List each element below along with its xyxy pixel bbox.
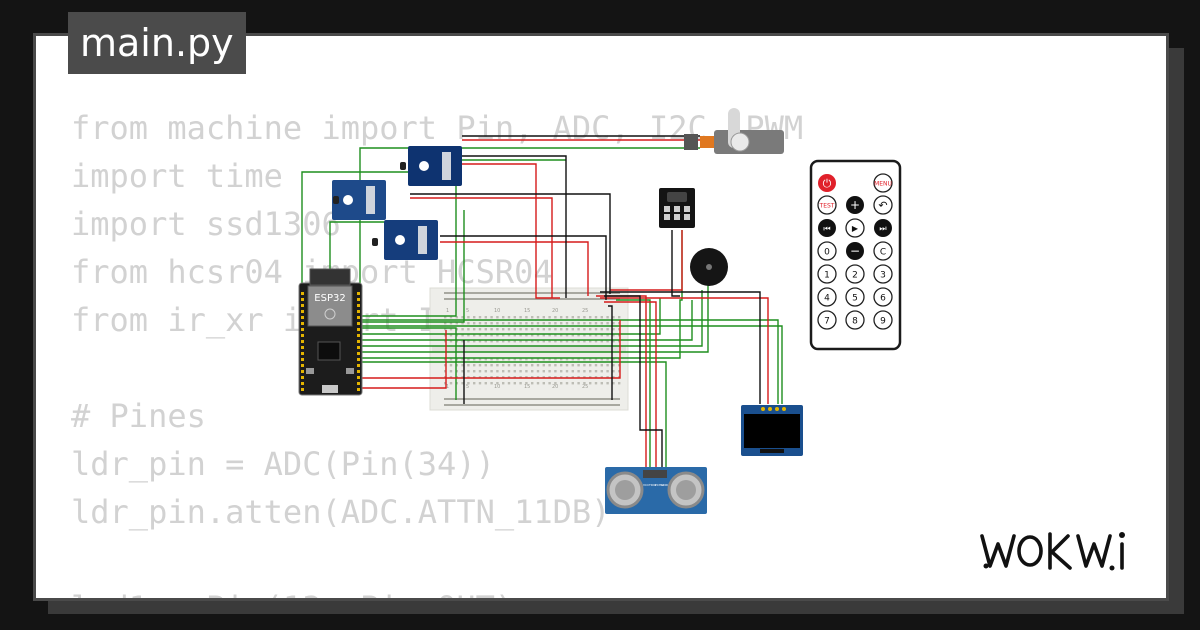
ldr-module-3 bbox=[372, 220, 438, 260]
breadboard-number: 5 bbox=[466, 384, 469, 390]
remote-button-0[interactable] bbox=[817, 241, 837, 261]
remote-button-play[interactable] bbox=[845, 218, 865, 238]
ultrasonic-sensor: VCC TRIG ECHO GND bbox=[605, 467, 707, 514]
svg-text:MENU: MENU bbox=[874, 181, 892, 188]
ultrasonic-pin-label: VCC bbox=[643, 483, 649, 487]
svg-text:⏻: ⏻ bbox=[823, 177, 832, 190]
svg-text:−: − bbox=[850, 244, 860, 258]
breadboard-number: 5 bbox=[466, 308, 469, 314]
ir-remote: ⏻ MENU TEST + ↶ ⏮ ▶ ⏭ 0 − C 1 2 bbox=[809, 159, 902, 351]
remote-button-4[interactable] bbox=[817, 287, 837, 307]
remote-button-next[interactable] bbox=[874, 219, 892, 237]
esp32-label: ESP32 bbox=[314, 293, 345, 304]
code-line: from machine import Pin, ADC, I2C, PWM bbox=[71, 109, 804, 147]
ultrasonic-pin-label: TRIG bbox=[648, 483, 657, 487]
code-line: ldr_pin = ADC(Pin(34)) bbox=[71, 445, 495, 483]
oled-display bbox=[741, 405, 803, 456]
svg-text:⏮: ⏮ bbox=[823, 224, 830, 233]
remote-button-back[interactable] bbox=[873, 195, 893, 215]
svg-text:⏭: ⏭ bbox=[879, 224, 886, 233]
remote-button-2[interactable] bbox=[845, 264, 865, 284]
remote-button-prev[interactable] bbox=[818, 219, 836, 237]
remote-button-5[interactable] bbox=[845, 287, 865, 307]
remote-button-test[interactable] bbox=[817, 195, 837, 215]
remote-button-9[interactable] bbox=[873, 310, 893, 330]
ldr-module-1 bbox=[400, 146, 462, 186]
svg-text:TEST: TEST bbox=[819, 203, 835, 210]
svg-text:0: 0 bbox=[824, 248, 830, 258]
remote-button-c[interactable] bbox=[873, 241, 893, 261]
svg-text:5: 5 bbox=[852, 294, 858, 304]
svg-text:1: 1 bbox=[824, 271, 830, 281]
svg-text:2: 2 bbox=[852, 271, 858, 281]
ultrasonic-pin-label: ECHO bbox=[655, 483, 664, 487]
esp32-board: ESP32 bbox=[298, 268, 363, 396]
breadboard: 1 5 10 15 20 25 1 5 10 15 20 25 bbox=[429, 287, 629, 411]
svg-text:6: 6 bbox=[880, 294, 886, 304]
breadboard-number: 15 bbox=[524, 308, 530, 314]
buzzer bbox=[690, 248, 728, 286]
breadboard-number: 10 bbox=[494, 384, 500, 390]
ldr-module-2 bbox=[332, 180, 386, 220]
svg-text:C: C bbox=[880, 248, 886, 258]
remote-button-7[interactable] bbox=[817, 310, 837, 330]
remote-button-1[interactable] bbox=[817, 264, 837, 284]
svg-text:9: 9 bbox=[880, 317, 886, 327]
code-line: import ssd1306 bbox=[71, 205, 341, 243]
wires bbox=[301, 135, 783, 512]
breadboard-number: 1 bbox=[446, 308, 449, 314]
power-button-icon[interactable] bbox=[818, 174, 836, 192]
remote-button-6[interactable] bbox=[873, 287, 893, 307]
code-line: led1 = Pin(13, Pin.OUT) bbox=[71, 584, 803, 598]
file-tab[interactable]: main.py bbox=[68, 12, 246, 74]
svg-text:↶: ↶ bbox=[878, 199, 887, 212]
svg-text:7: 7 bbox=[824, 317, 830, 327]
svg-text:8: 8 bbox=[852, 317, 858, 327]
code-line: # Pines bbox=[71, 397, 206, 435]
remote-button-minus[interactable] bbox=[846, 242, 864, 260]
remote-button-plus[interactable] bbox=[846, 196, 864, 214]
wokwi-logo bbox=[980, 532, 1125, 571]
code-line: import time bbox=[71, 157, 283, 195]
remote-button-menu[interactable] bbox=[873, 173, 893, 193]
breadboard-number: 1 bbox=[446, 384, 449, 390]
svg-text:3: 3 bbox=[880, 271, 886, 281]
breadboard-number: 20 bbox=[552, 308, 558, 314]
breadboard-number: 15 bbox=[524, 384, 530, 390]
svg-text:+: + bbox=[850, 198, 860, 212]
breadboard-number: 20 bbox=[552, 384, 558, 390]
svg-text:▶: ▶ bbox=[852, 224, 859, 233]
remote-button-3[interactable] bbox=[873, 264, 893, 284]
breadboard-number: 10 bbox=[494, 308, 500, 314]
ultrasonic-pin-label: GND bbox=[661, 483, 669, 487]
ir-receiver bbox=[659, 188, 695, 228]
servo-motor bbox=[684, 108, 784, 154]
breadboard-number: 25 bbox=[582, 384, 588, 390]
remote-button-8[interactable] bbox=[845, 310, 865, 330]
code-line: ldr_pin.atten(ADC.ATTN_11DB) bbox=[71, 493, 611, 531]
breadboard-number: 25 bbox=[582, 308, 588, 314]
svg-text:4: 4 bbox=[824, 294, 830, 304]
